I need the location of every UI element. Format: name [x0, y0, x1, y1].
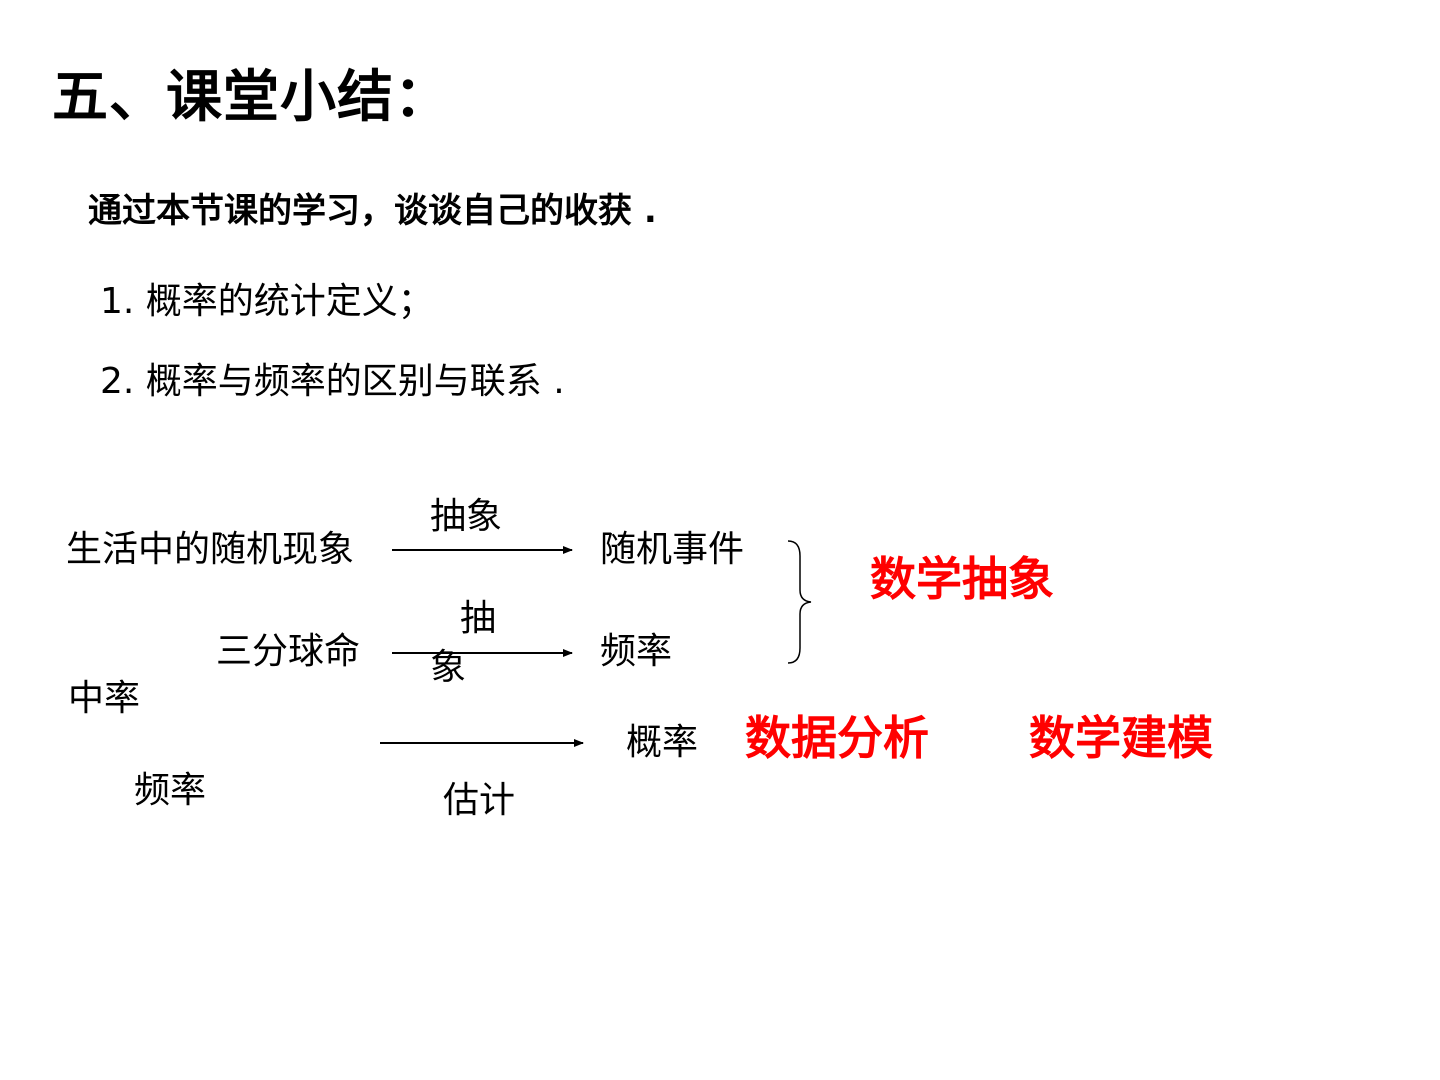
- right-brace: [787, 540, 812, 664]
- diagram-frequency-left: 频率: [134, 770, 207, 811]
- summary-point-2: 2. 概率与频率的区别与联系 .: [100, 361, 565, 402]
- diagram-label-abstraction-2b: 象: [430, 647, 467, 688]
- diagram-label-abstraction: 抽象: [430, 496, 503, 537]
- label-data-analysis: 数据分析: [745, 711, 929, 765]
- summary-point-1: 1. 概率的统计定义；: [100, 281, 434, 322]
- diagram-label-abstraction-2a: 抽: [460, 598, 497, 639]
- diagram-three-point-rate-b: 中率: [68, 678, 141, 719]
- diagram-random-event: 随机事件: [600, 529, 745, 570]
- label-mathematical-abstraction: 数学抽象: [870, 552, 1054, 606]
- diagram-random-phenomena: 生活中的随机现象: [66, 529, 355, 570]
- diagram-frequency: 频率: [600, 631, 673, 672]
- diagram-probability: 概率: [626, 722, 699, 763]
- slide-subtitle: 通过本节课的学习，谈谈自己的收获 .: [88, 191, 657, 231]
- diagram-three-point-rate-a: 三分球命: [216, 631, 361, 672]
- label-mathematical-modeling: 数学建模: [1029, 711, 1213, 765]
- slide-title: 五、课堂小结：: [52, 65, 451, 130]
- diagram-label-estimate: 估计: [443, 780, 516, 821]
